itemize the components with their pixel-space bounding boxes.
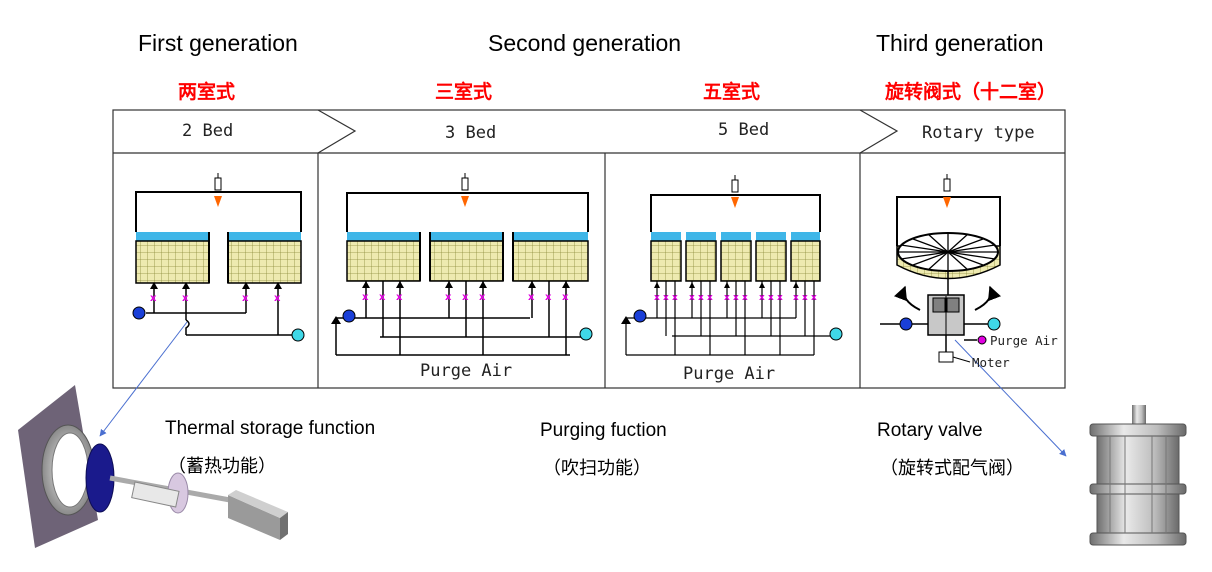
svg-text:x: x [724, 293, 730, 303]
thermal-storage-caption-cn: （蓄热功能） [168, 456, 276, 477]
svg-text:x: x [777, 293, 783, 303]
burner-icon [731, 175, 739, 208]
purge-air-label-3bed: Purge Air [420, 361, 513, 381]
svg-text:x: x [379, 292, 386, 303]
two-bed-label: 2 Bed [182, 121, 234, 141]
svg-text:x: x [274, 293, 281, 304]
rotary-cn-label: 旋转阀式（十二室） [885, 81, 1057, 103]
svg-text:x: x [445, 292, 452, 303]
inlet-fan-icon [342, 309, 356, 323]
purging-caption: Purging fuction [540, 420, 667, 441]
svg-text:x: x [768, 293, 774, 303]
outlet-icon [579, 327, 593, 341]
five-bed-cn-label: 五室式 [703, 81, 761, 103]
burner-icon [214, 173, 222, 207]
five-bed-label: 5 Bed [718, 120, 770, 140]
three-bed-label: 3 Bed [445, 123, 497, 143]
purge-air-inlet-icon [977, 335, 987, 345]
purge-air-label-5bed: Purge Air [683, 364, 776, 384]
rotary-type-label: Rotary type [922, 123, 1035, 143]
svg-text:x: x [462, 292, 469, 303]
second-generation-title: Second generation [488, 30, 682, 56]
svg-text:x: x [811, 293, 817, 303]
outlet-icon [829, 327, 843, 341]
svg-text:x: x [396, 292, 403, 303]
burner-icon [461, 173, 469, 207]
svg-text:x: x [742, 293, 748, 303]
svg-text:x: x [545, 292, 552, 303]
rotary-schematic [880, 174, 1002, 363]
svg-text:x: x [562, 292, 569, 303]
thermal-leader-line [99, 321, 188, 437]
inlet-fan-icon [132, 306, 146, 320]
thermal-storage-caption: Thermal storage function [165, 418, 376, 439]
svg-text:x: x [362, 292, 369, 303]
svg-text:x: x [654, 293, 660, 303]
inlet-fan-icon [633, 309, 647, 323]
svg-text:x: x [689, 293, 695, 303]
outlet-icon [291, 328, 305, 342]
svg-text:x: x [793, 293, 799, 303]
svg-text:x: x [182, 293, 189, 304]
svg-text:x: x [802, 293, 808, 303]
svg-text:x: x [759, 293, 765, 303]
rotary-valve-illustration [1089, 405, 1187, 546]
purging-caption-cn: （吹扫功能） [543, 458, 651, 479]
panel-frame [112, 109, 1066, 389]
first-generation-title: First generation [138, 30, 298, 56]
svg-text:x: x [698, 293, 704, 303]
motor-label: Moter [972, 355, 1010, 370]
rotary-valve-caption-cn: （旋转式配气阀） [880, 458, 1024, 479]
svg-text:x: x [672, 293, 678, 303]
svg-text:x: x [528, 292, 535, 303]
rotary-leader-line [954, 339, 1067, 457]
svg-text:x: x [242, 293, 249, 304]
svg-text:x: x [479, 292, 486, 303]
svg-text:x: x [663, 293, 669, 303]
inlet-fan-icon [899, 317, 913, 331]
svg-text:x: x [733, 293, 739, 303]
svg-text:x: x [707, 293, 713, 303]
three-bed-cn-label: 三室式 [435, 81, 493, 103]
third-generation-title: Third generation [876, 30, 1044, 56]
burner-icon [943, 174, 951, 208]
rotary-valve-caption: Rotary valve [877, 420, 983, 441]
motor-icon [938, 351, 954, 363]
purge-air-label-rotary: Purge Air [990, 333, 1058, 348]
two-bed-cn-label: 两室式 [178, 81, 236, 103]
outlet-icon [987, 317, 1001, 331]
thermal-storage-illustration [18, 385, 288, 548]
svg-text:x: x [150, 293, 157, 304]
